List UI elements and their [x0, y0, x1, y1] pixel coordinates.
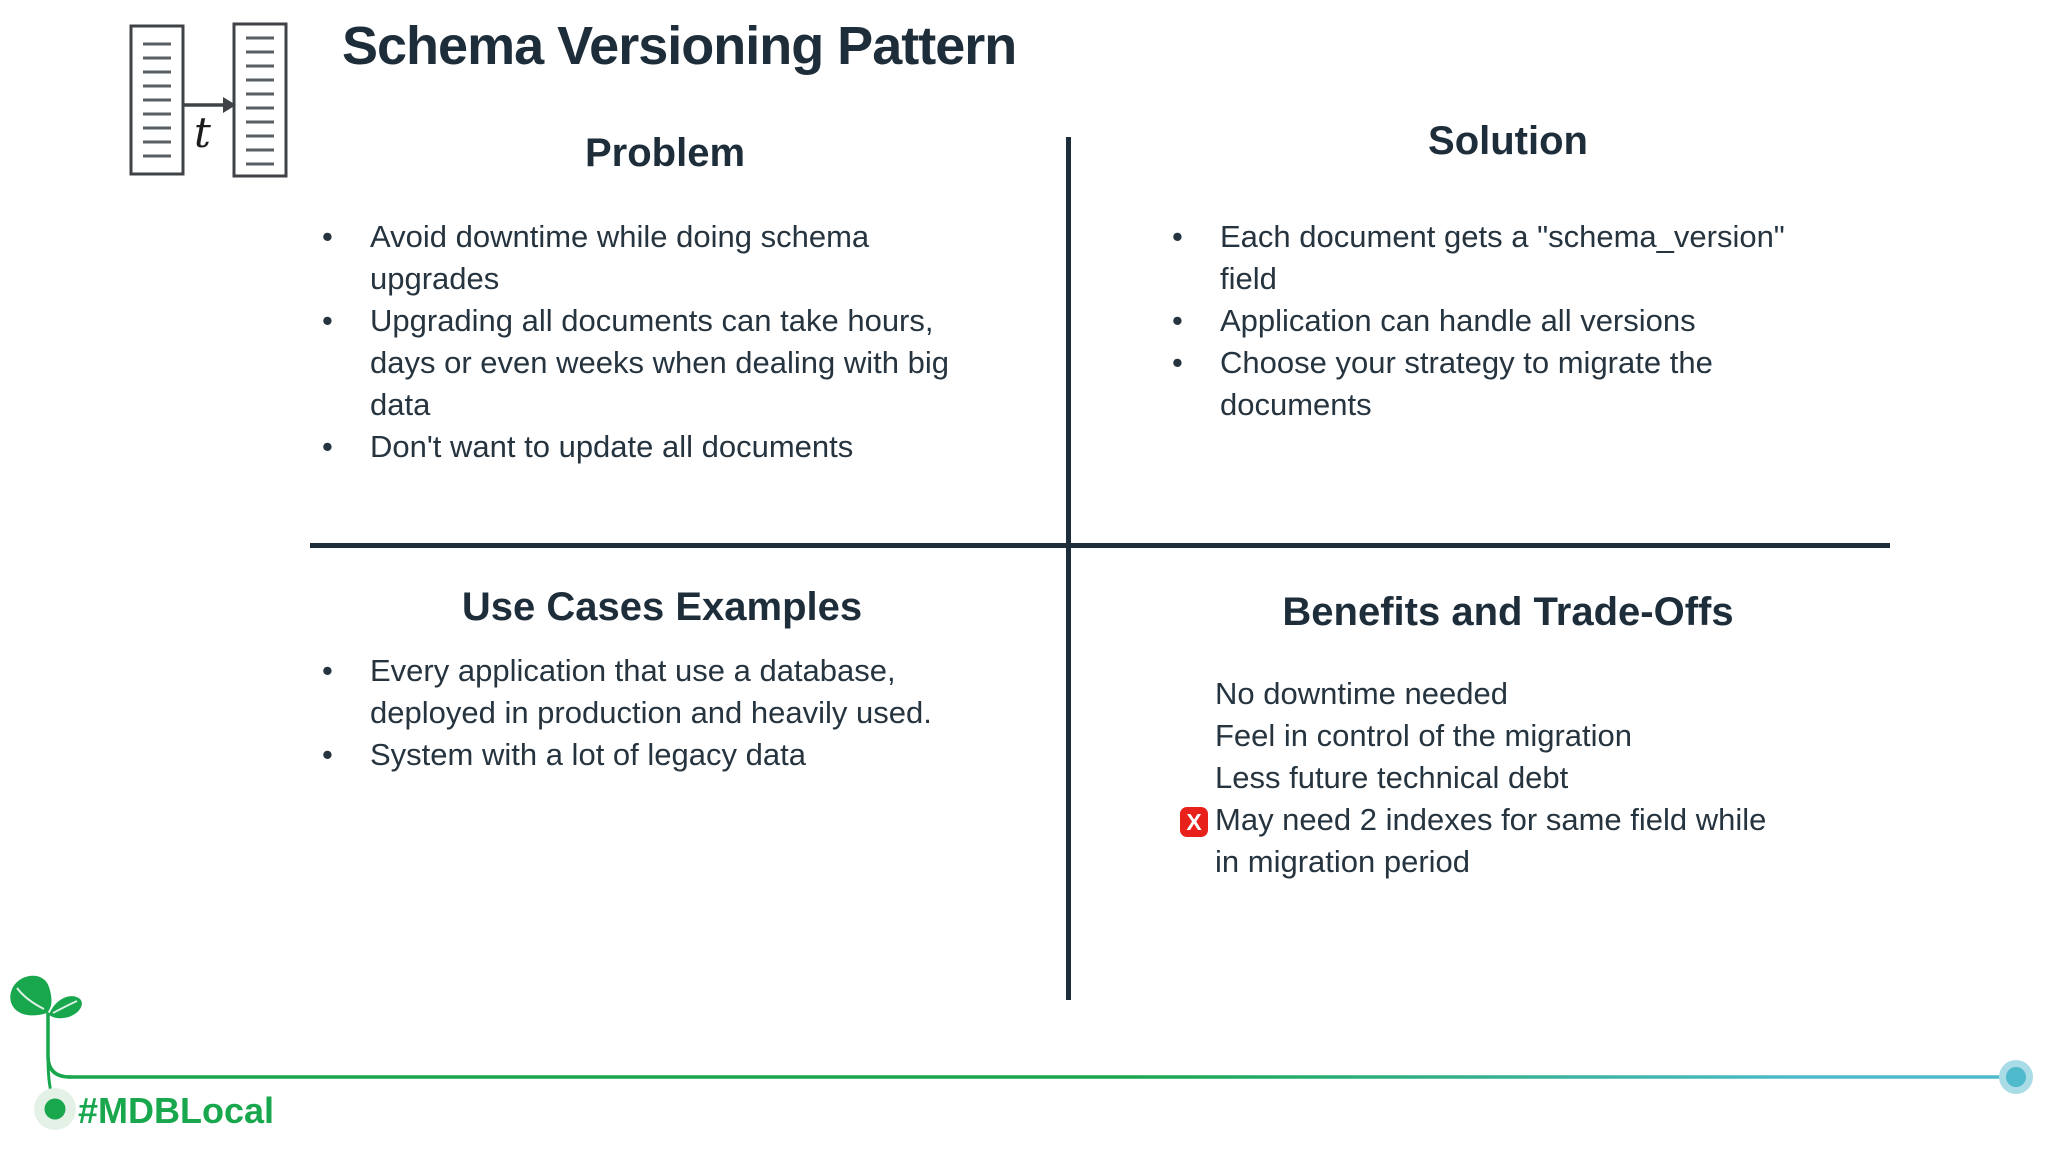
- bullet-icon: •: [322, 303, 333, 338]
- list-item-text: Avoid downtime while doing schema upgrad…: [370, 219, 870, 296]
- list-item: • Each document gets a "schema_version" f…: [1172, 216, 1852, 300]
- list-item-text: Application can handle all versions: [1220, 303, 1696, 338]
- document-right-lines: [246, 36, 274, 166]
- time-label: t: [194, 108, 211, 157]
- bullet-list-solution: • Each document gets a "schema_version" f…: [1172, 216, 1852, 426]
- list-item-text: Feel in control of the migration: [1215, 718, 1632, 753]
- hashtag-label: #MDBLocal: [78, 1090, 275, 1131]
- bullet-list-use-cases: • Every application that use a database, …: [322, 650, 1022, 776]
- list-item: • Application can handle all versions: [1172, 300, 1852, 342]
- list-item-text: May need 2 indexes for same field while …: [1215, 802, 1767, 879]
- documents-migration-icon: t: [129, 22, 288, 178]
- list-item-text: No downtime needed: [1215, 676, 1508, 711]
- quadrant-heading-solution: Solution: [1428, 119, 1588, 163]
- list-item-text: Upgrading all documents can take hours, …: [370, 303, 950, 422]
- bullet-icon: •: [322, 219, 333, 254]
- footer-artwork: [10, 975, 2033, 1130]
- list-item-text: System with a lot of legacy data: [370, 737, 806, 772]
- list-item: • System with a lot of legacy data: [322, 734, 1022, 776]
- bullet-icon: •: [322, 429, 333, 464]
- list-item-text: Less future technical debt: [1215, 760, 1569, 795]
- list-item-text: Don't want to update all documents: [370, 429, 854, 464]
- divider-horizontal: [310, 543, 1890, 548]
- list-item: Feel in control of the migration: [1180, 715, 1860, 757]
- bullet-icon: •: [1172, 345, 1183, 380]
- x-icon: X: [1180, 807, 1208, 837]
- quadrant-heading-problem: Problem: [584, 131, 746, 175]
- list-item: • Choose your strategy to migrate the doc…: [1172, 342, 1852, 426]
- list-item: Less future technical debt: [1180, 757, 1860, 799]
- list-item: • Upgrading all documents can take hours,…: [322, 300, 1022, 426]
- list-item-text: Choose your strategy to migrate the docu…: [1220, 345, 1713, 422]
- bullet-icon: •: [1172, 219, 1183, 254]
- marker-cell: X: [1180, 799, 1215, 841]
- slide-title: Schema Versioning Pattern: [342, 16, 1017, 76]
- document-left: [129, 24, 185, 176]
- list-item: No downtime needed: [1180, 673, 1860, 715]
- bullet-list-problem: • Avoid downtime while doing schema upgra…: [322, 216, 1022, 468]
- list-item: • Every application that use a database, …: [322, 650, 1022, 734]
- quadrant-heading-use-cases: Use Cases Examples: [461, 585, 863, 629]
- list-item: • Don't want to update all documents: [322, 426, 1022, 468]
- footer-line-endpoint: [1999, 1060, 2033, 1094]
- list-item-text: Every application that use a database, d…: [370, 653, 932, 730]
- quadrant-heading-benefits: Benefits and Trade-Offs: [1282, 590, 1734, 634]
- bullet-icon: •: [1172, 303, 1183, 338]
- list-item-text: Each document gets a "schema_version" fi…: [1220, 219, 1785, 296]
- sprout-icon: [10, 975, 82, 1130]
- divider-vertical: [1066, 137, 1071, 1000]
- list-item: • Avoid downtime while doing schema upgra…: [322, 216, 1022, 300]
- document-left-lines: [143, 42, 171, 158]
- document-right: [232, 22, 288, 178]
- bullet-icon: •: [322, 737, 333, 772]
- migration-arrow-head: [223, 97, 236, 113]
- bullet-icon: •: [322, 653, 333, 688]
